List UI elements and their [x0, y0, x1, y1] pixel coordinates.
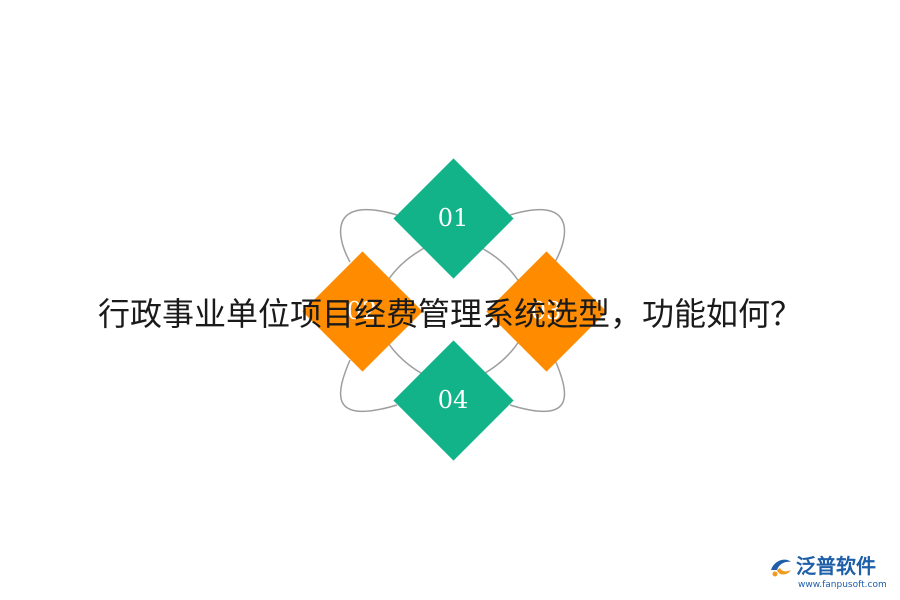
diamond-label: 04 — [437, 386, 469, 414]
diamond-label: 02 — [346, 297, 378, 325]
diamond-label: 03 — [530, 297, 562, 325]
diamond-label: 01 — [437, 204, 469, 232]
diamond-item-01: 01 — [392, 157, 514, 279]
diamond-item-04: 04 — [392, 339, 514, 461]
connector-outer-top-left — [339, 208, 398, 263]
diamond-item-03: 03 — [485, 250, 607, 372]
connector-outer-top-right — [509, 208, 566, 263]
connector-outer-bottom-right — [509, 359, 566, 413]
diagram-title: 行政事业单位项目经费管理系统选型，功能如何？ — [97, 295, 802, 333]
logo-brand-name: 泛普软件 — [796, 554, 876, 578]
connector-outer-bottom-left — [339, 359, 398, 413]
logo-url: www.fanpusoft.com — [798, 580, 887, 590]
fanpu-logo-icon — [771, 559, 791, 577]
diamond-item-02: 02 — [301, 250, 423, 372]
brand-logo: 泛普软件 www.fanpusoft.com — [768, 552, 892, 592]
